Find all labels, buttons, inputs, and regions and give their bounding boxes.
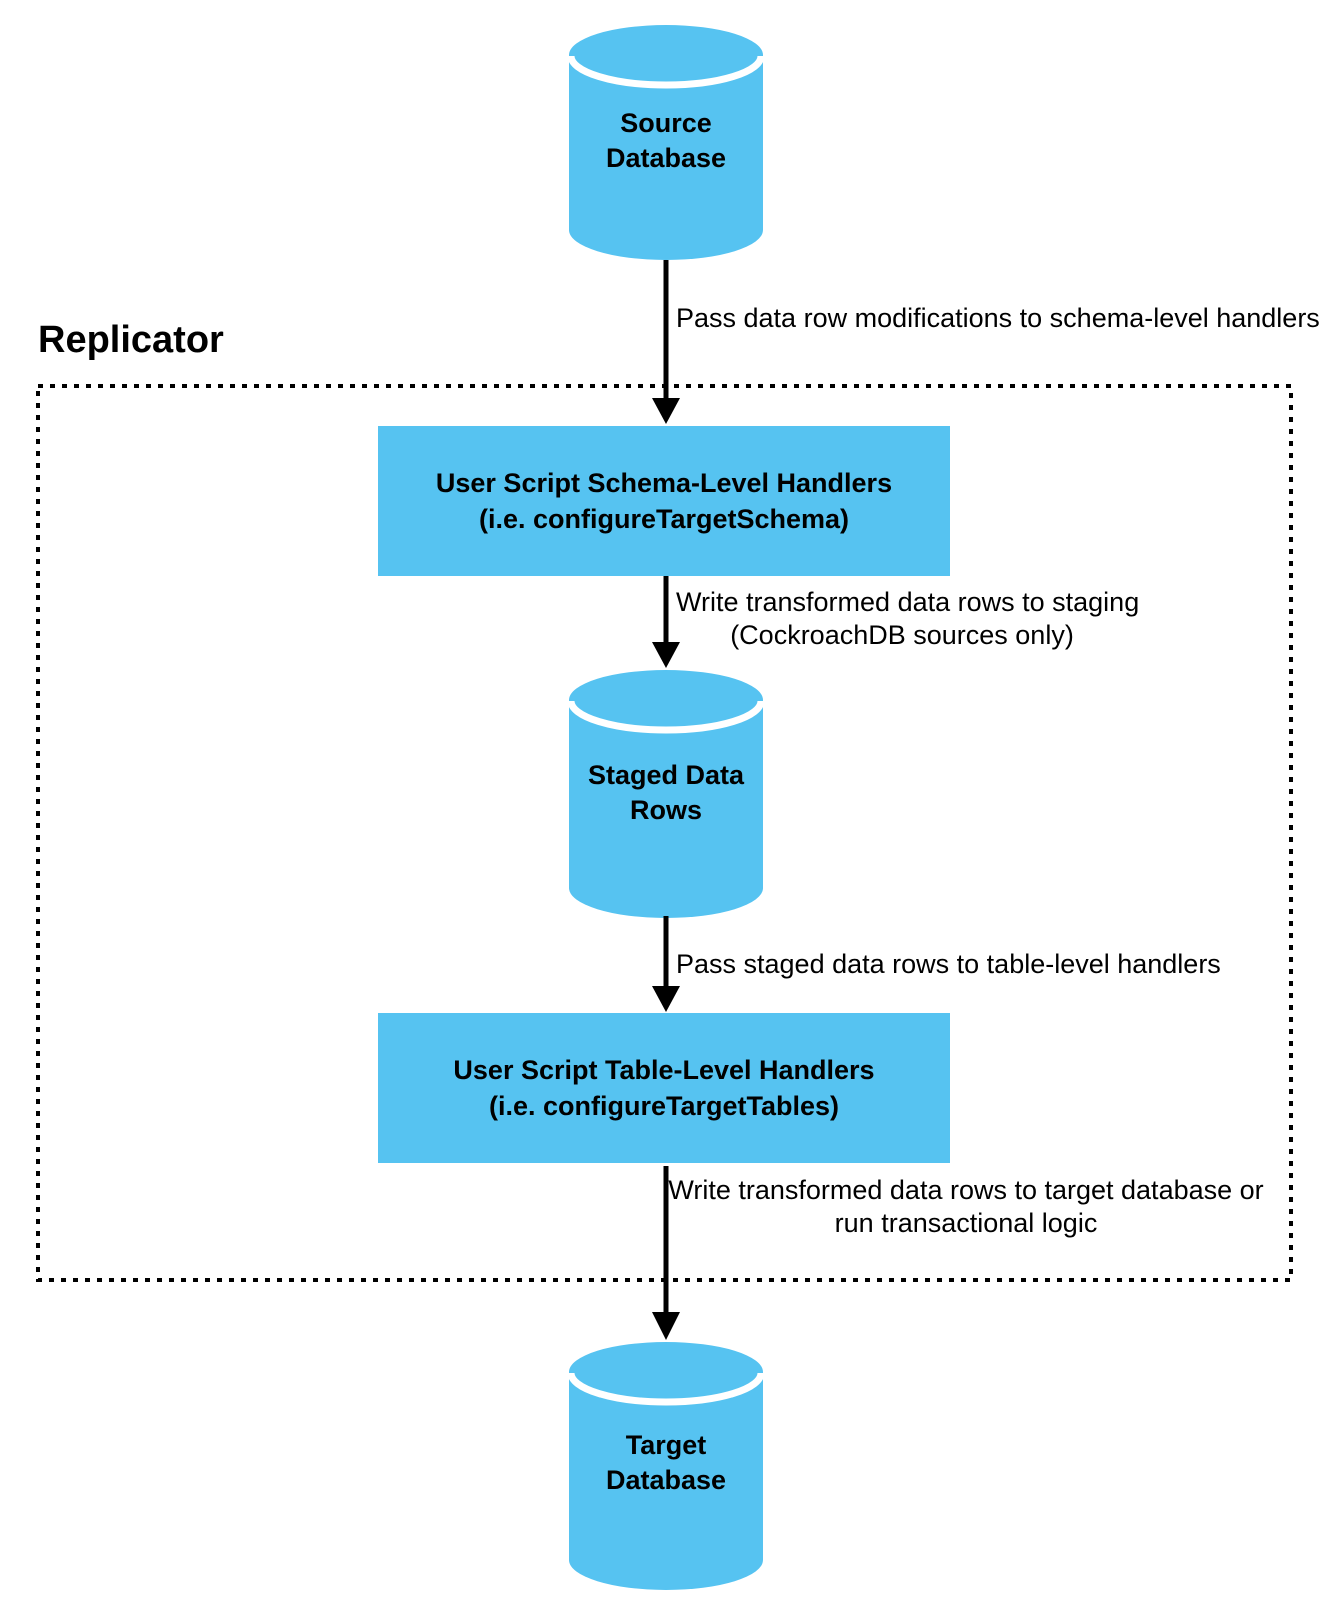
- edge-label-pass-staged-rows: Pass staged data rows to table-level han…: [676, 949, 1221, 979]
- staged-data-rows-cylinder-icon: [567, 670, 765, 918]
- target-database-node: Target Database: [565, 1428, 767, 1498]
- table-handlers-label-line2: (i.e. configureTargetTables): [488, 1091, 840, 1121]
- schema-level-handlers-node: User Script Schema-Level Handlers (i.e. …: [378, 426, 950, 576]
- staged-data-rows-node: Staged Data Rows: [565, 758, 767, 828]
- source-database-label-line1: Source: [620, 108, 712, 138]
- staged-data-rows-label-line1: Staged Data: [587, 760, 745, 790]
- source-database-node: Source Database: [565, 106, 767, 176]
- table-level-handlers-node: User Script Table-Level Handlers (i.e. c…: [378, 1013, 950, 1163]
- edge-label-write-to-staging: Write transformed data rows to staging (…: [676, 587, 1140, 650]
- edge-label-pass-row-modifications: Pass data row modifications to schema-le…: [676, 303, 1320, 333]
- staged-data-rows-label-line2: Rows: [629, 795, 702, 825]
- arrow-table-handlers-to-target: [652, 1166, 680, 1340]
- schema-handlers-label-line2: (i.e. configureTargetSchema): [478, 504, 850, 534]
- source-database-cylinder-icon: [567, 25, 765, 260]
- target-database-cylinder-icon: [567, 1342, 765, 1590]
- source-database-label-line2: Database: [605, 143, 727, 173]
- arrow-source-to-schema-handlers: [652, 260, 680, 424]
- target-database-label-line1: Target: [625, 1430, 707, 1460]
- target-database-label-line2: Database: [605, 1465, 727, 1495]
- replicator-group-title: Replicator: [38, 319, 224, 361]
- edge-label-write-to-target: Write transformed data rows to target da…: [668, 1175, 1264, 1238]
- arrow-staged-to-table-handlers: [652, 916, 680, 1012]
- arrow-schema-handlers-to-staged: [652, 576, 680, 668]
- table-handlers-label-line1: User Script Table-Level Handlers: [453, 1055, 875, 1085]
- schema-handlers-label-line1: User Script Schema-Level Handlers: [435, 468, 893, 498]
